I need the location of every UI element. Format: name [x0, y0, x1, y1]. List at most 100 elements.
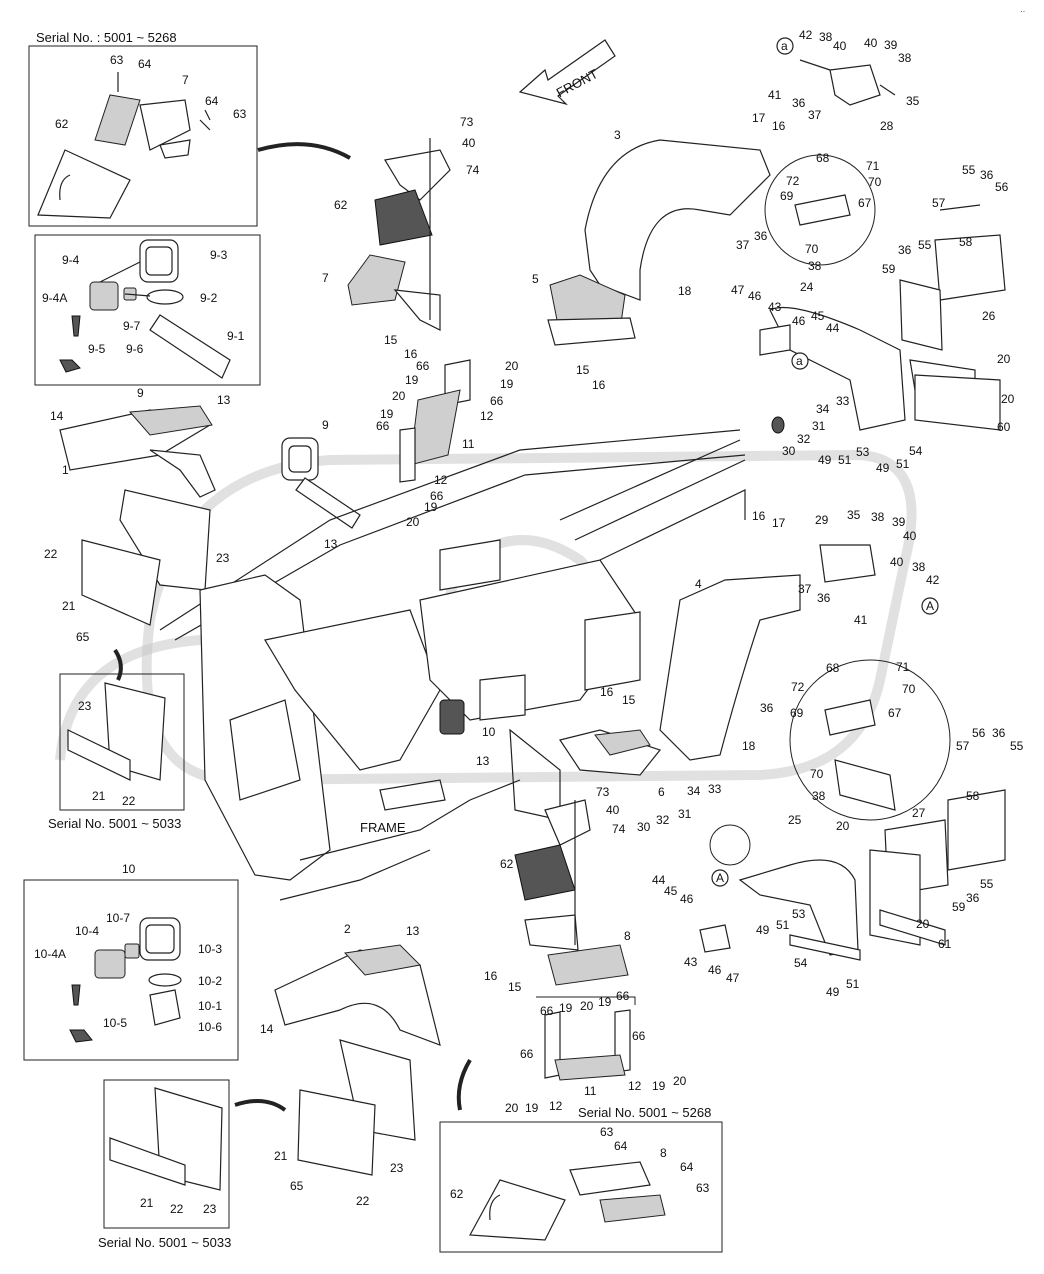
step-assembly-7: [347, 138, 451, 331]
callout-16: 16: [484, 969, 498, 983]
callout-38: 38: [819, 30, 833, 44]
callout-67: 67: [888, 706, 902, 720]
callout-12: 12: [628, 1079, 642, 1093]
callout-36: 36: [817, 591, 831, 605]
callout-68: 68: [826, 661, 840, 675]
callout-64: 64: [680, 1160, 694, 1174]
callout-63: 63: [233, 107, 247, 121]
callout-15: 15: [622, 693, 636, 707]
callout-66: 66: [520, 1047, 534, 1061]
callout-16: 16: [404, 347, 418, 361]
serial-caption-top-left: Serial No. : 5001 ~ 5268: [36, 30, 177, 45]
callout-70: 70: [868, 175, 882, 189]
callout-61: 61: [938, 937, 952, 951]
callout-30: 30: [782, 444, 796, 458]
callout-62: 62: [500, 857, 514, 871]
callout-22: 22: [356, 1194, 370, 1208]
loose-light-9: [281, 437, 361, 529]
callout-55: 55: [962, 163, 976, 177]
callout-11: 11: [462, 437, 475, 451]
callout-71: 71: [896, 660, 910, 674]
callout-14: 14: [260, 1022, 274, 1036]
callout-32: 32: [797, 432, 811, 446]
view-circle-a-icon: [921, 597, 939, 615]
callout-24: 24: [800, 280, 814, 294]
callout-23: 23: [203, 1202, 217, 1216]
callout-16: 16: [752, 509, 766, 523]
callout-1: 1: [62, 463, 69, 477]
callout-70: 70: [810, 767, 824, 781]
callout-58: 58: [966, 789, 980, 803]
callout-9-4a: 9-4A: [42, 291, 67, 305]
callout-7: 7: [182, 73, 189, 87]
callout-63: 63: [600, 1125, 614, 1139]
callout-39: 39: [884, 38, 898, 52]
callout-40: 40: [864, 36, 878, 50]
callout-66: 66: [376, 419, 390, 433]
callout-62: 62: [55, 117, 69, 131]
callout-9-7: 9-7: [123, 319, 141, 333]
view-circle-a-icon: [711, 869, 729, 887]
callout-55: 55: [918, 238, 932, 252]
callout-67: 67: [858, 196, 872, 210]
callout-46: 46: [792, 314, 806, 328]
callout-59: 59: [952, 900, 966, 914]
callout-38: 38: [871, 510, 885, 524]
callout-36: 36: [754, 229, 768, 243]
callout-9-4: 9-4: [62, 253, 80, 267]
callout-9: 9: [322, 418, 329, 432]
callout-20: 20: [836, 819, 850, 833]
callout-65: 65: [290, 1179, 304, 1193]
callout-22: 22: [44, 547, 58, 561]
callout-70: 70: [902, 682, 916, 696]
callout-21: 21: [92, 789, 106, 803]
callout-35: 35: [847, 508, 861, 522]
callout-27: 27: [912, 806, 926, 820]
callout-21: 21: [62, 599, 76, 613]
callout-26: 26: [982, 309, 996, 323]
callout-9-6: 9-6: [126, 342, 144, 356]
callout-38: 38: [808, 259, 822, 273]
callout-73: 73: [596, 785, 610, 799]
callout-51: 51: [896, 457, 910, 471]
callout-9-2: 9-2: [200, 291, 218, 305]
callout-10-4: 10-4: [75, 924, 99, 938]
callout-19: 19: [525, 1101, 539, 1115]
callout-66: 66: [632, 1029, 646, 1043]
callout-7: 7: [322, 271, 329, 285]
callout-58: 58: [959, 235, 973, 249]
detail-circle-lower: [709, 659, 951, 866]
callout-20: 20: [505, 1101, 519, 1115]
inset-mid-left: [59, 648, 185, 811]
callout-10-5: 10-5: [103, 1016, 127, 1030]
callout-63: 63: [110, 53, 124, 67]
serial-caption-mid-left: Serial No. 5001 ~ 5033: [48, 816, 181, 831]
callout-47: 47: [731, 283, 745, 297]
callout-25: 25: [788, 813, 802, 827]
inset-work-light-9: [34, 234, 261, 386]
callout-34: 34: [687, 784, 701, 798]
callout-28: 28: [880, 119, 894, 133]
callout-19: 19: [405, 373, 419, 387]
callout-64: 64: [205, 94, 219, 108]
callout-18: 18: [742, 739, 756, 753]
callout-36: 36: [992, 726, 1006, 740]
callout-10-4a: 10-4A: [34, 947, 66, 961]
step-assembly-1: [59, 405, 216, 626]
fender-24: [759, 306, 1001, 434]
callout-36: 36: [760, 701, 774, 715]
callout-66: 66: [616, 989, 630, 1003]
callout-10-7: 10-7: [106, 911, 130, 925]
callout-36: 36: [966, 891, 980, 905]
callout-9-5: 9-5: [88, 342, 106, 356]
detail-circle-a-icon: a: [781, 39, 788, 53]
callout-16: 16: [772, 119, 786, 133]
serial-caption-bottom-right: Serial No. 5001 ~ 5268: [578, 1105, 711, 1120]
callout-31: 31: [812, 419, 826, 433]
callout-13: 13: [217, 393, 231, 407]
callout-42: 42: [799, 28, 813, 42]
callout-53: 53: [792, 907, 806, 921]
bracket-74-lower: [514, 799, 591, 951]
callout-13: 13: [324, 537, 338, 551]
callout-36: 36: [792, 96, 806, 110]
